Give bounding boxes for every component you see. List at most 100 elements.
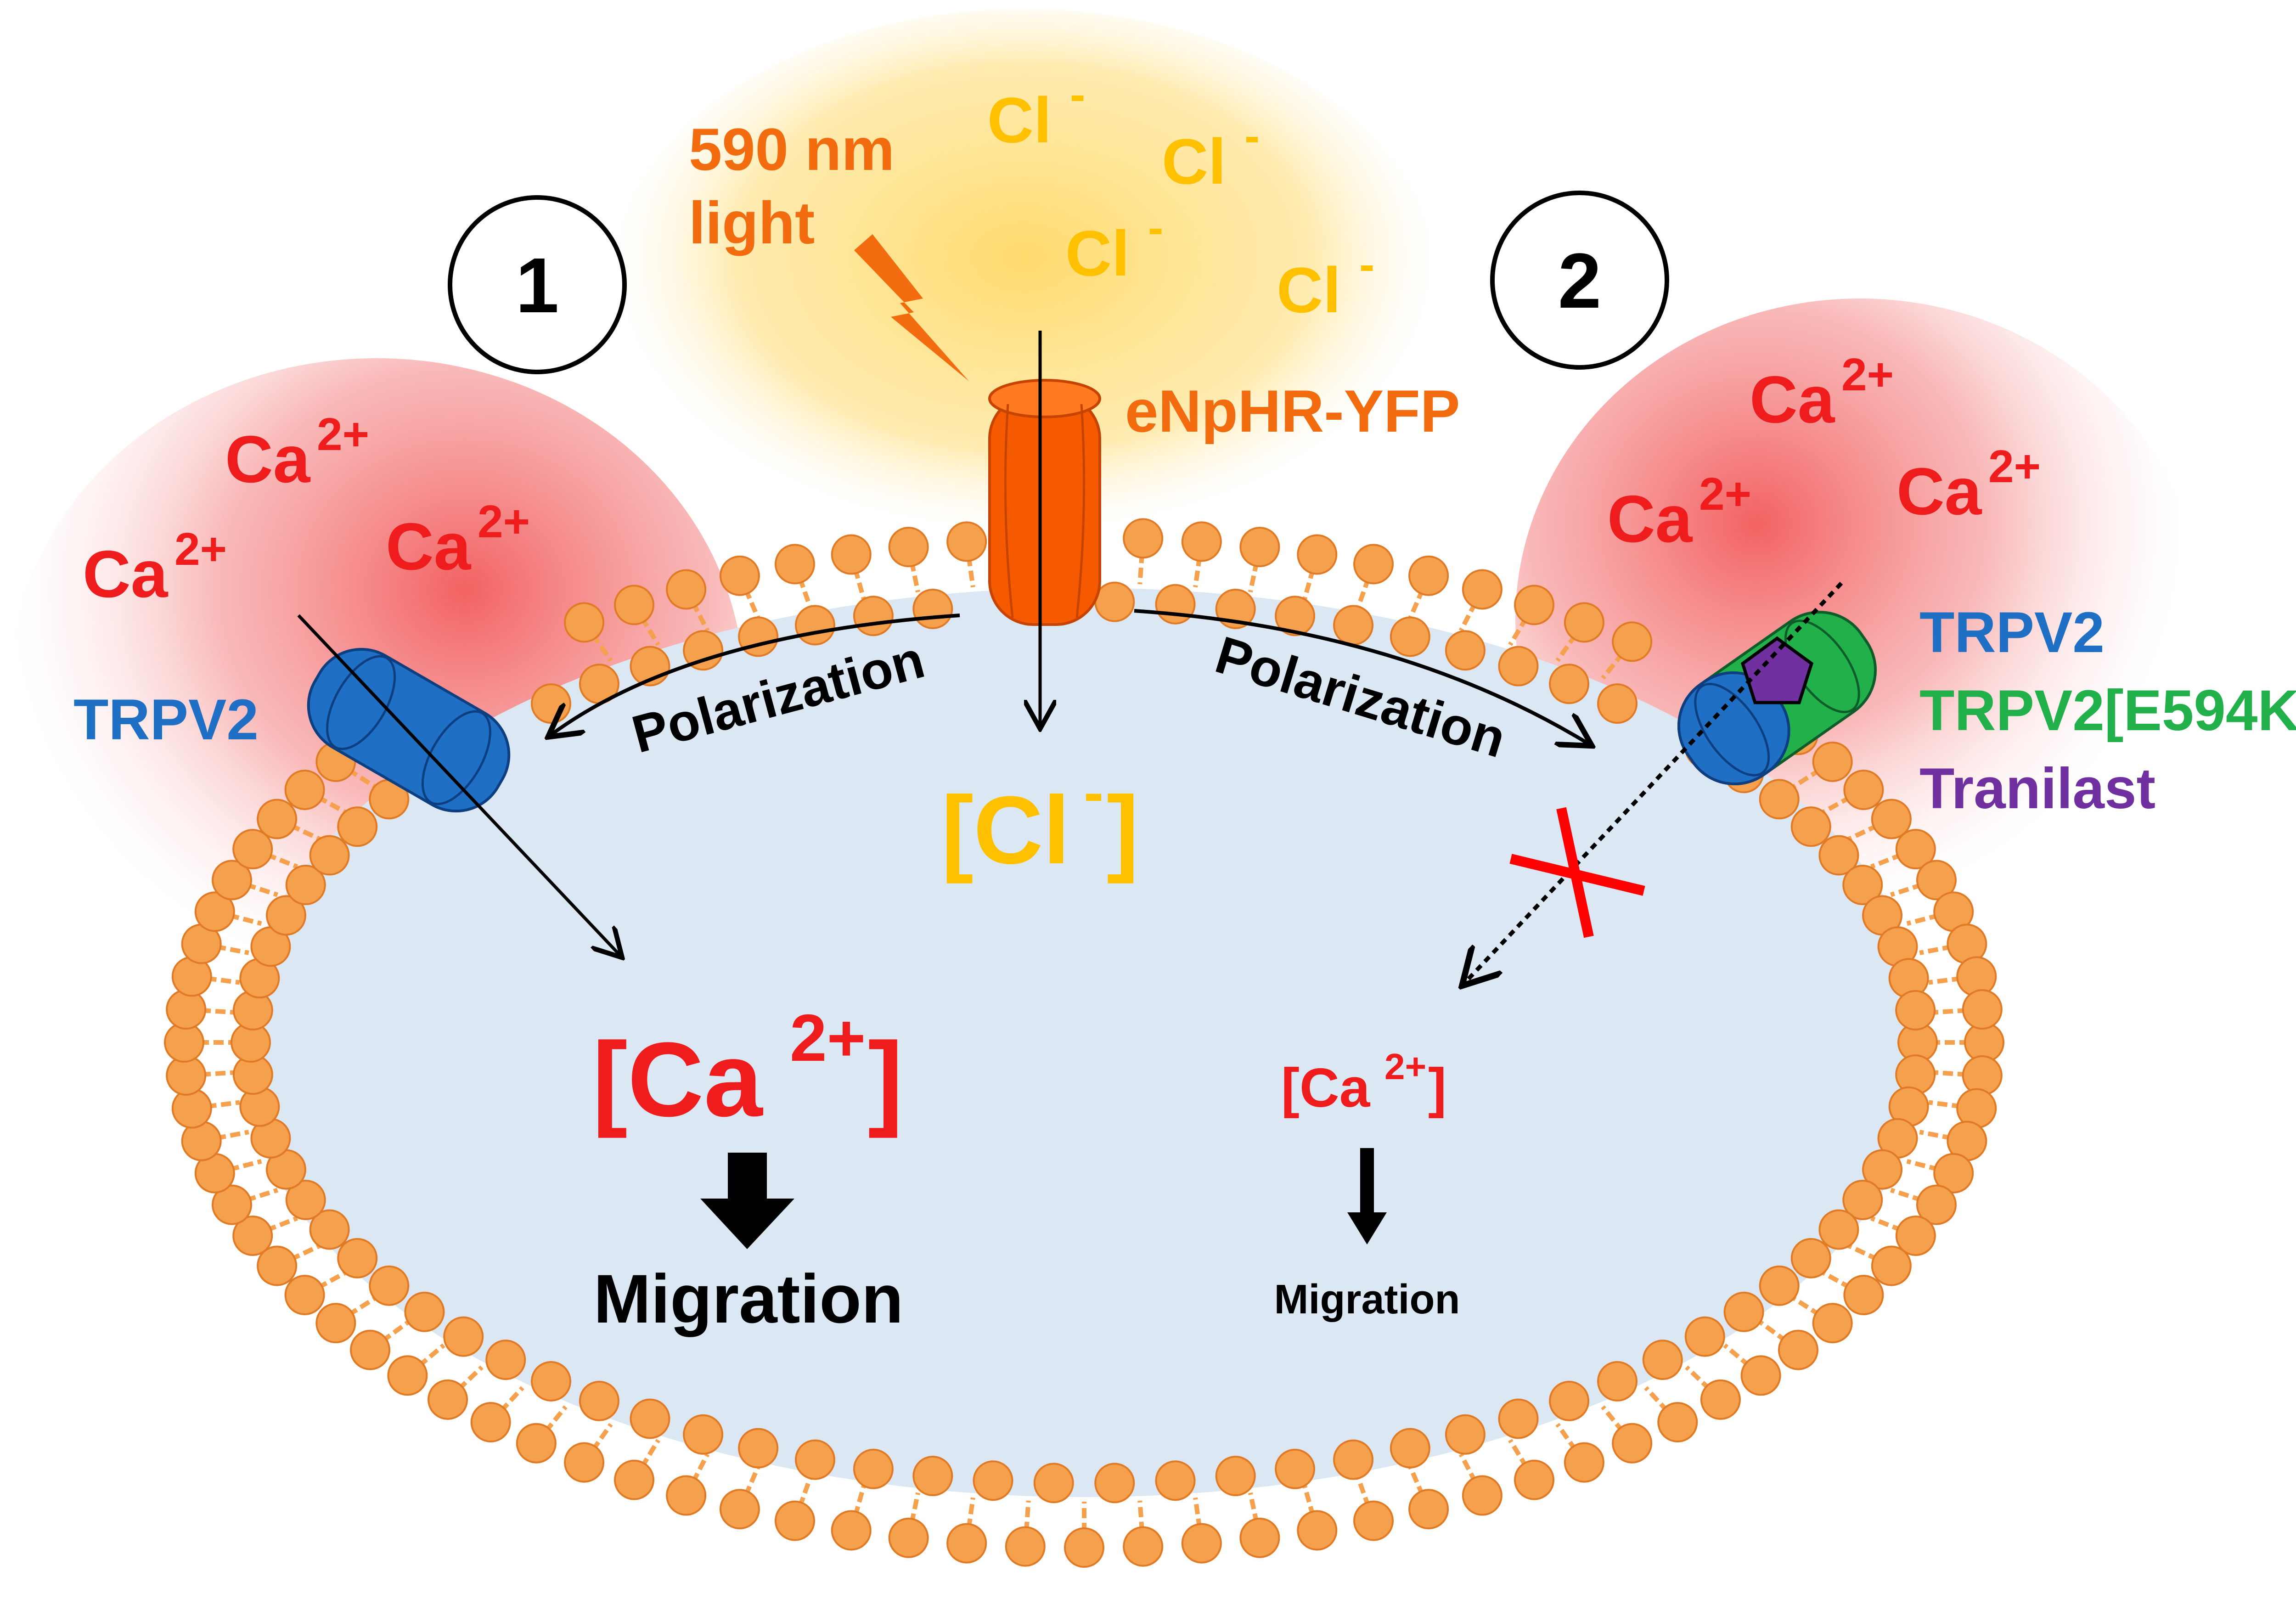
lipid-head [579, 1380, 619, 1421]
lipid-head [1181, 1523, 1222, 1564]
lipid-head [1778, 1329, 1818, 1370]
lipid-head [1842, 865, 1883, 906]
svg-text:2+: 2+ [1841, 349, 1894, 400]
lipid-head [1064, 1527, 1104, 1568]
lipid-head [1956, 956, 1997, 997]
lipid-head [1657, 1402, 1698, 1443]
lipid-head [1612, 621, 1653, 662]
lipid-head [666, 569, 707, 610]
lipid-head [284, 1275, 325, 1315]
lipid-head [1564, 602, 1604, 643]
lipid-head [285, 865, 326, 906]
lipid-head [1871, 1245, 1912, 1286]
lipid-head [1597, 1361, 1638, 1402]
lipid-head [212, 860, 253, 901]
lipid-head [1498, 1398, 1539, 1439]
lipid-head [1239, 527, 1280, 568]
lipid-head [1549, 1380, 1590, 1421]
lipid-head [683, 630, 724, 671]
light-label-line2: light [689, 189, 815, 256]
legend-mutant: TRPV2[E594K] [1919, 679, 2296, 743]
svg-text:Ca: Ca [1896, 454, 1982, 529]
lipid-head [1333, 605, 1374, 646]
lipid-head [166, 989, 207, 1030]
calcium-ion: Ca 2+ [386, 496, 530, 584]
down-arrow-icon [700, 1153, 794, 1249]
lipid-head [1498, 646, 1539, 687]
lightning-icon [854, 234, 969, 381]
calcium-influx-arrow [297, 614, 620, 955]
step-one-label: 1 [516, 242, 559, 329]
lipid-head [564, 602, 605, 643]
light-label-line1: 590 nm [689, 116, 895, 183]
lipid-head [1275, 596, 1316, 636]
svg-text:[Ca: [Ca [1281, 1057, 1371, 1119]
chloride-ion: Cl - [1065, 202, 1163, 289]
lipid-head [1843, 770, 1884, 810]
block-x-icon [1509, 807, 1645, 938]
lipid-head [1445, 630, 1486, 671]
lipid-head [1564, 1442, 1604, 1483]
lipid-head [1812, 741, 1853, 782]
step-two-circle [1490, 191, 1669, 370]
migration-low-label: Migration [1274, 1277, 1460, 1323]
lipid-head [1962, 989, 2003, 1030]
calcium-ion: Ca 2+ [1607, 468, 1751, 556]
lipid-head [564, 1442, 605, 1483]
chloride-ion: Cl - [1277, 239, 1374, 326]
chloride-halo [611, 9, 1437, 560]
svg-text:Ca: Ca [386, 509, 472, 584]
legend-trpv2: TRPV2 [1919, 601, 2105, 664]
enphr-pump [988, 379, 1101, 626]
svg-text:Ca: Ca [1607, 482, 1693, 556]
lipid-head [1094, 1463, 1135, 1503]
svg-text:Ca: Ca [225, 422, 311, 496]
svg-text:]: ] [1428, 1057, 1446, 1119]
svg-text:-: - [1148, 202, 1163, 253]
lipid-head [1871, 799, 1912, 839]
lipid-head [1549, 664, 1590, 704]
svg-text:2+: 2+ [1699, 468, 1751, 520]
lipid-head [1462, 569, 1503, 610]
lipid-head [1933, 1153, 1974, 1194]
calcium-concentration-high: [Ca 2+ ] [592, 1001, 903, 1138]
svg-text:]: ] [1107, 776, 1139, 884]
chloride-ion: Cl - [987, 69, 1085, 156]
lipid-head [1353, 1500, 1394, 1541]
chloride-ion: Cl - [1162, 110, 1260, 197]
lipid-head [1239, 1517, 1280, 1558]
lipid-bilayer-membrane [164, 518, 2004, 1568]
lipid-head [738, 616, 779, 657]
lipid-head [831, 1510, 872, 1551]
lipid-head [774, 544, 815, 585]
legend-drug: Tranilast [1919, 757, 2155, 821]
lipid-head [912, 588, 953, 629]
lipid-head [1597, 683, 1638, 724]
step-two-label: 2 [1558, 237, 1602, 325]
lipid-head [194, 891, 235, 932]
lipid-head [232, 1215, 273, 1256]
calcium-ion: Ca 2+ [225, 409, 369, 496]
svg-text:2+: 2+ [1384, 1046, 1426, 1087]
trpv2-left-label: TRPV2 [73, 688, 259, 752]
lipid-head [1818, 835, 1859, 876]
svg-text:[Ca: [Ca [592, 1020, 764, 1138]
svg-text:Ca: Ca [1750, 362, 1835, 437]
lipid-head [257, 1245, 298, 1286]
svg-text:Cl: Cl [1162, 125, 1226, 197]
lipid-head [369, 1265, 410, 1306]
svg-text:2+: 2+ [1988, 441, 2041, 492]
lipid-head [946, 521, 987, 562]
svg-text:Ca: Ca [83, 537, 169, 611]
lipid-head [1445, 1414, 1486, 1455]
lipid-head [683, 1414, 724, 1455]
lipid-head [171, 1088, 212, 1129]
polarization-arrow-left [551, 614, 960, 735]
lipid-head [387, 1355, 428, 1396]
calcium-ion: Ca 2+ [1750, 349, 1894, 437]
lipid-head [1642, 1340, 1683, 1380]
lipid-head [1916, 860, 1957, 901]
lipid-head [530, 1361, 571, 1402]
lipid-head [719, 1489, 760, 1530]
